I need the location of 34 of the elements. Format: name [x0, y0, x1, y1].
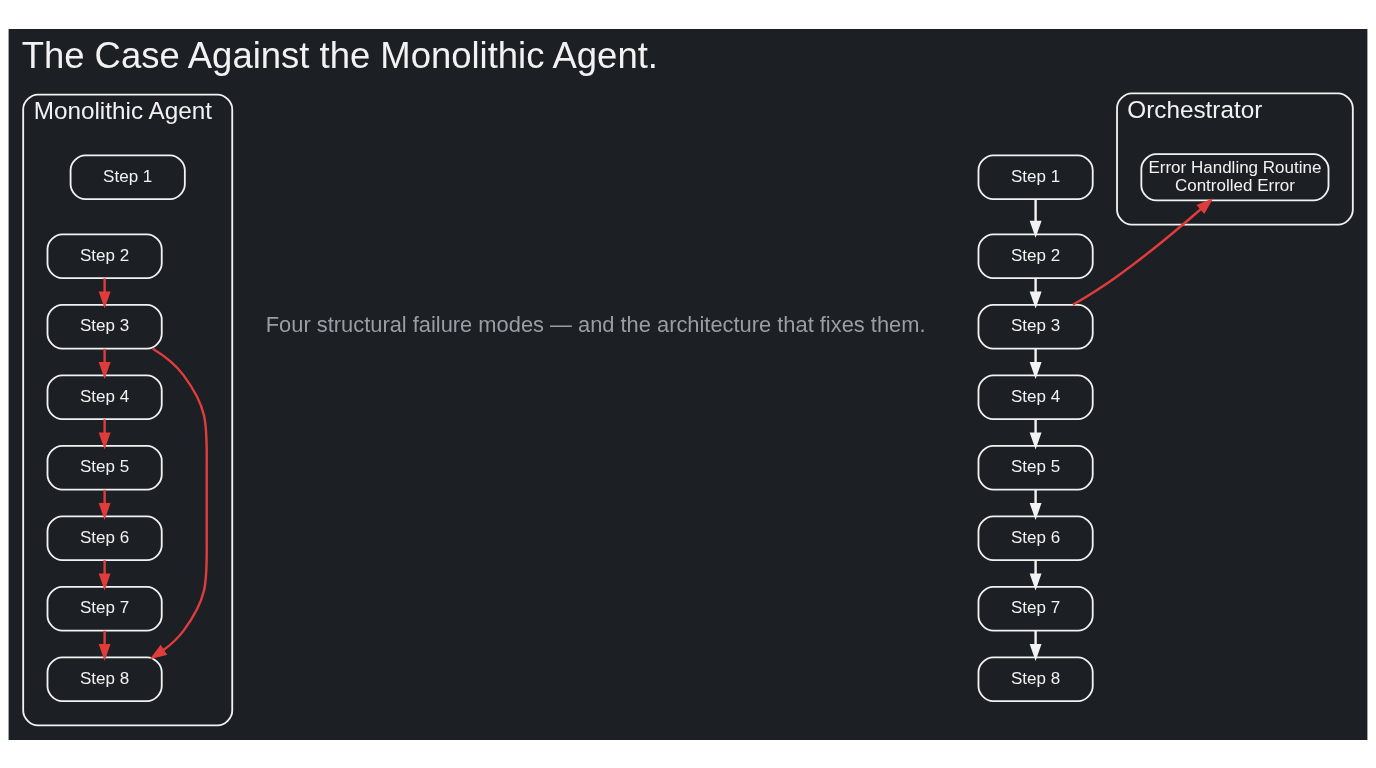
- arrow: [98, 418, 111, 450]
- arrow: [1029, 418, 1042, 450]
- node-box: Step 7: [46, 585, 163, 632]
- arrow: [1029, 489, 1042, 520]
- arrow: [98, 489, 111, 520]
- node-box: Step 8: [46, 655, 163, 702]
- arrow: [98, 630, 111, 661]
- node-box: Step 2: [977, 233, 1094, 279]
- node-box: Step 3: [46, 303, 163, 350]
- node-box: Step 1: [69, 154, 186, 200]
- label: Four structural failure modes — and the architecture that fixes them.: [265, 311, 926, 337]
- node-box: Step 7: [977, 585, 1094, 632]
- arrow: [98, 559, 111, 591]
- node-box: Step 4: [46, 373, 163, 420]
- node-box: Step 6: [977, 514, 1094, 561]
- arrow: [1029, 630, 1042, 661]
- node-box: Step 1: [977, 154, 1094, 200]
- node-box: Step 5: [46, 444, 163, 491]
- arrow: [98, 277, 111, 309]
- node-box: Step 6: [46, 514, 163, 561]
- arrow: [149, 347, 208, 659]
- node-box: Step 3: [977, 303, 1094, 350]
- node-box: Step 4: [977, 373, 1094, 420]
- node-box: Step 2: [46, 233, 163, 279]
- arrow: [1029, 348, 1042, 379]
- arrow: [1072, 197, 1214, 306]
- node-box: Step 8: [977, 655, 1094, 702]
- arrow: [1029, 559, 1042, 591]
- arrow: [1029, 198, 1042, 238]
- arrow: [98, 348, 111, 379]
- diagram-title: The Case Against the Monolithic Agent.: [21, 34, 658, 76]
- arrow: [1029, 277, 1042, 309]
- node-box: Error Handling Routine Controlled Error: [1140, 152, 1330, 201]
- node-box: Step 5: [977, 444, 1094, 491]
